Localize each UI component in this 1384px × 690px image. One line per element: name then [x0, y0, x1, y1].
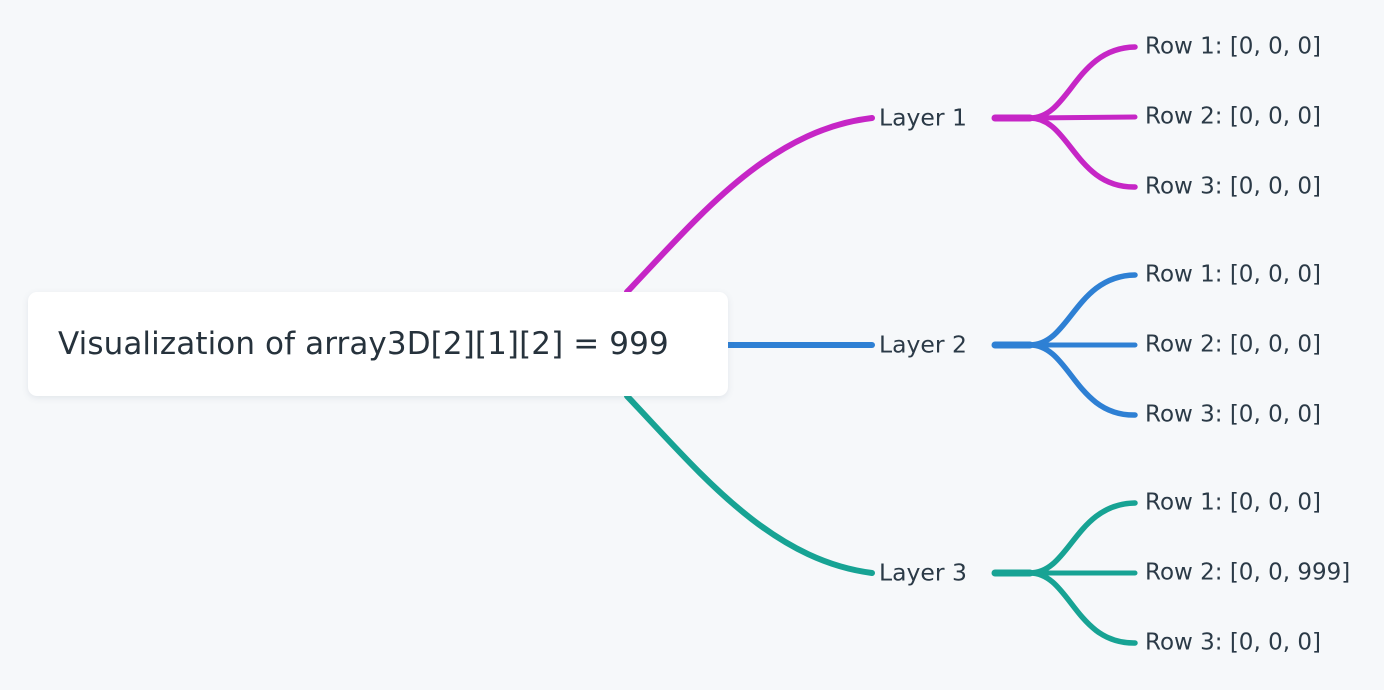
edge-layer-2-row-3 [1027, 342, 1138, 418]
layer-3-row-3[interactable]: Row 3: [0, 0, 0] [1145, 629, 1321, 656]
layer-node-1[interactable]: Layer 1 [879, 103, 967, 132]
layer-1-row-3[interactable]: Row 3: [0, 0, 0] [1145, 173, 1321, 200]
layer-3-row-2[interactable]: Row 2: [0, 0, 999] [1145, 559, 1351, 586]
edge-layer-2-row-1 [1027, 272, 1138, 348]
layer-node-3[interactable]: Layer 3 [879, 558, 967, 587]
layer-1-row-1[interactable]: Row 1: [0, 0, 0] [1145, 33, 1321, 60]
root-node-label: Visualization of array3D[2][1][2] = 999 [58, 326, 669, 362]
edge-root-to-layer-1 [624, 115, 875, 295]
edge-layer-1-row-3 [1027, 115, 1138, 190]
edge-layer-1-row-2 [1027, 114, 1138, 121]
edge-layer-1-row-1 [1027, 44, 1138, 121]
edge-layer-3-row-3 [1027, 570, 1138, 646]
layer-node-2[interactable]: Layer 2 [879, 330, 967, 359]
layer-2-row-1[interactable]: Row 1: [0, 0, 0] [1145, 261, 1321, 288]
layer-3-row-1[interactable]: Row 1: [0, 0, 0] [1145, 489, 1321, 516]
layer-1-row-2[interactable]: Row 2: [0, 0, 0] [1145, 103, 1321, 130]
layer-2-row-3[interactable]: Row 3: [0, 0, 0] [1145, 401, 1321, 428]
edge-root-to-layer-3 [624, 393, 875, 576]
root-node[interactable]: Visualization of array3D[2][1][2] = 999 [28, 292, 728, 396]
layer-2-row-2[interactable]: Row 2: [0, 0, 0] [1145, 331, 1321, 358]
edge-layer-3-row-1 [1027, 500, 1138, 576]
